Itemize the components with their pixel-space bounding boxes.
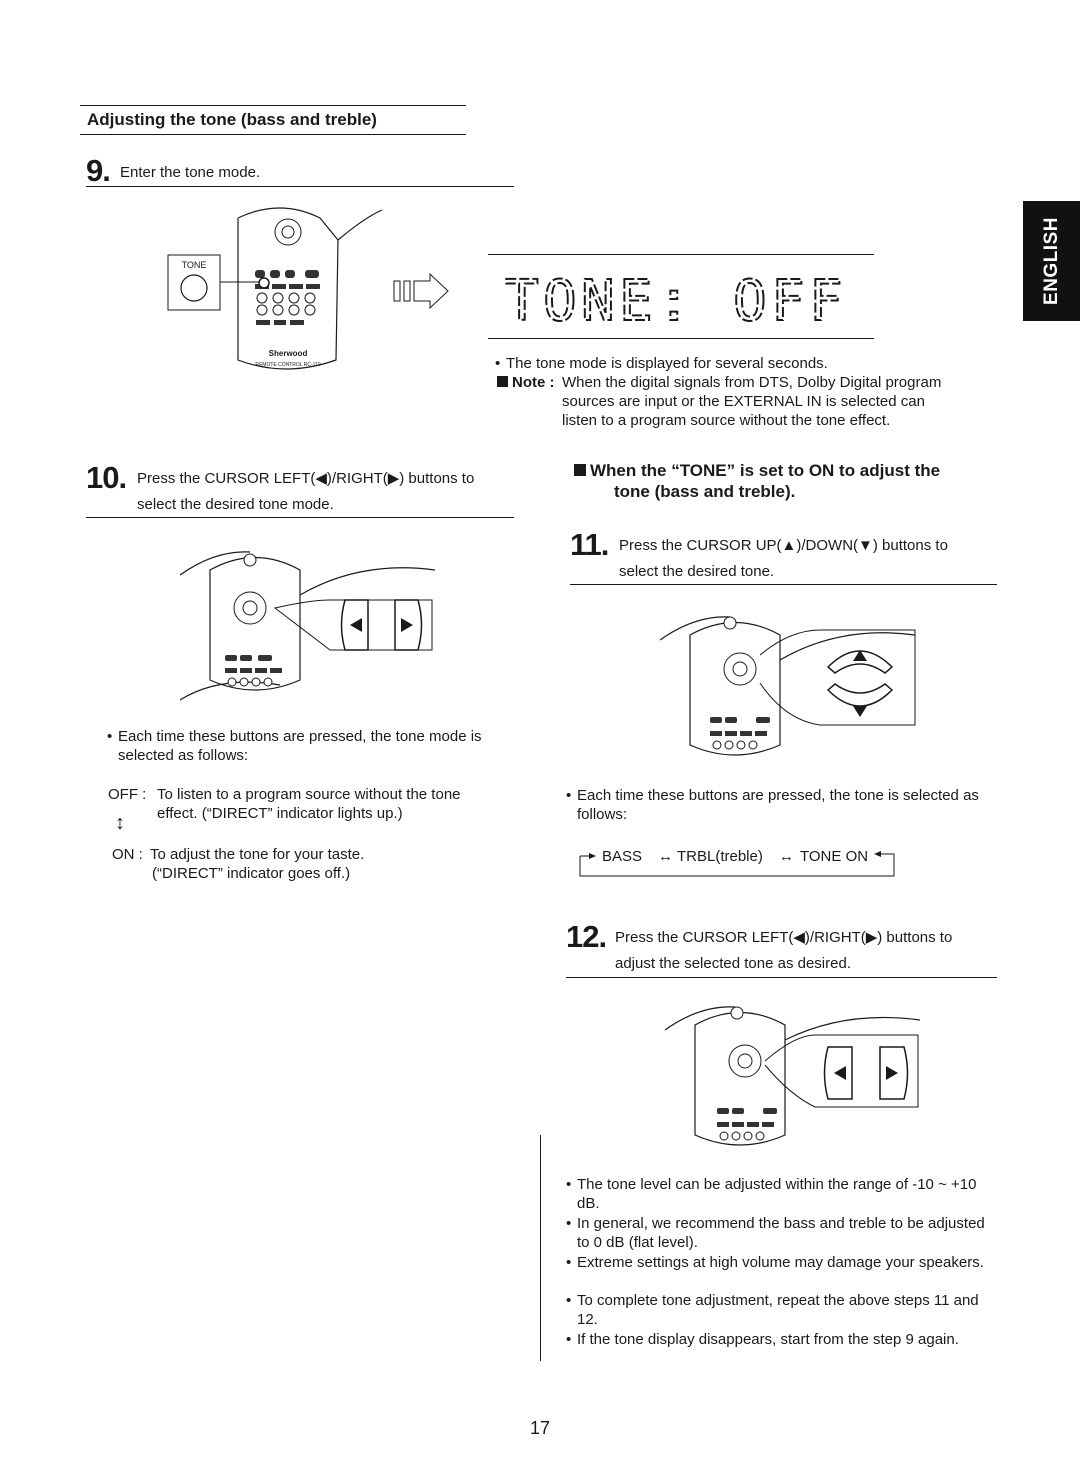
- page-number: 17: [529, 1418, 551, 1438]
- display-char-1: T: [505, 269, 539, 334]
- display-char-4: E: [619, 269, 653, 334]
- subsection-heading: When the “TONE” is set to ON to adjust t…: [574, 460, 974, 502]
- left-arrow-icon: [350, 618, 362, 632]
- step-12-line1: Press the CURSOR LEFT(◀)/RIGHT(▶) button…: [615, 929, 953, 946]
- fl-display: T O N E : O F F: [505, 268, 844, 334]
- language-tab-label: ENGLISH: [1040, 217, 1062, 305]
- on-description: To adjust the tone for your taste. (“DIR…: [150, 846, 365, 882]
- note-line: listen to a program source without the t…: [562, 412, 891, 429]
- note-label-wrap: Note :: [497, 373, 555, 392]
- step-11-number: 11.: [570, 527, 609, 562]
- right-arrow-icon-2: [886, 1066, 898, 1080]
- note-square-icon: [497, 376, 508, 387]
- cycle-treble: TRBL(treble): [677, 848, 763, 865]
- down-arrow-icon: [853, 706, 867, 717]
- right-arrow-icon: [401, 618, 413, 632]
- section-title: Adjusting the tone (bass and treble): [87, 110, 377, 129]
- step-11-bullet: Each time these buttons are pressed, the…: [566, 786, 1007, 824]
- step-10-bullet: Each time these buttons are pressed, the…: [107, 727, 528, 765]
- step-10-rule: [86, 517, 514, 518]
- remote-left-right-illustration-2: [665, 1006, 921, 1146]
- subsection-square-icon: [574, 464, 586, 476]
- step-12-bullet-2: In general, we recommend the bass and tr…: [566, 1214, 997, 1252]
- note-text: When the digital signals from DTS, Dolby…: [562, 373, 982, 430]
- note-label: Note :: [512, 374, 555, 391]
- display-char-9: F: [809, 269, 843, 334]
- tone-cycle-diagram: BASS ↔ TRBL(treble) ↔ TONE ON: [579, 848, 895, 877]
- left-arrow-icon-2: [834, 1066, 846, 1080]
- step-9-number: 9.: [86, 153, 111, 188]
- heading-rule-bottom: [80, 134, 466, 135]
- remote-model-label: REMOTE CONTROL RC-110: [255, 362, 321, 368]
- display-char-2: O: [543, 269, 577, 334]
- step-10-line2: select the desired tone mode.: [137, 496, 334, 513]
- step-12-line2: adjust the selected tone as desired.: [615, 955, 851, 972]
- step-12-number: 12.: [566, 919, 607, 954]
- step-12-bullet-5: If the tone display disappears, start fr…: [566, 1330, 997, 1349]
- display-rule-top: [488, 254, 874, 255]
- note-line: sources are input or the EXTERNAL IN is …: [562, 393, 925, 410]
- display-char-7: O: [733, 269, 767, 334]
- display-char-3: N: [581, 269, 615, 334]
- display-char-8: F: [771, 269, 805, 334]
- step-12-bullet-4: To complete tone adjustment, repeat the …: [566, 1291, 997, 1329]
- step-11-line2: select the desired tone.: [619, 563, 775, 580]
- step-12-bullet-3: Extreme settings at high volume may dama…: [566, 1253, 997, 1272]
- heading-rule-top: [80, 105, 466, 106]
- step-12-rule: [566, 977, 997, 978]
- up-arrow-icon: [853, 650, 867, 661]
- transition-arrow-icon: [393, 272, 449, 310]
- note-line: When the digital signals from DTS, Dolby…: [562, 374, 942, 391]
- cycle-arrow-1: ↔: [658, 848, 673, 865]
- off-label: OFF :: [108, 786, 147, 803]
- display-rule-bottom: [488, 338, 874, 339]
- off-description: To listen to a program source without th…: [157, 786, 461, 822]
- display-char-5: :: [657, 269, 691, 334]
- cycle-tone-on: TONE ON: [800, 848, 868, 865]
- step-11-line1: Press the CURSOR UP(▲)/DOWN(▼) buttons t…: [619, 537, 948, 554]
- column-divider: [540, 1135, 541, 1361]
- cycle-arrow-2: ↔: [779, 848, 794, 865]
- language-tab: ENGLISH: [1023, 201, 1080, 321]
- step-10-number: 10.: [86, 460, 127, 495]
- tone-button-label: TONE: [182, 260, 207, 270]
- remote-up-down-illustration: [660, 616, 916, 756]
- note-bullet: The tone mode is displayed for several s…: [495, 354, 986, 373]
- on-label: ON :: [112, 846, 143, 863]
- remote-left-right-illustration: [180, 551, 436, 701]
- step-9-rule: [86, 186, 514, 187]
- step-9-text: Enter the tone mode.: [120, 164, 261, 181]
- step-10-line1: Press the CURSOR LEFT(◀)/RIGHT(▶) button…: [137, 470, 475, 487]
- remote-tone-illustration: TONE Sherwood REMOTE CONTROL RC-110: [167, 207, 383, 370]
- toggle-arrow-icon: ↕: [115, 812, 125, 834]
- cycle-bass: BASS: [602, 848, 642, 865]
- brand-label: Sherwood: [269, 349, 308, 358]
- step-12-bullet-1: The tone level can be adjusted within th…: [566, 1175, 997, 1213]
- step-11-rule: [570, 584, 997, 585]
